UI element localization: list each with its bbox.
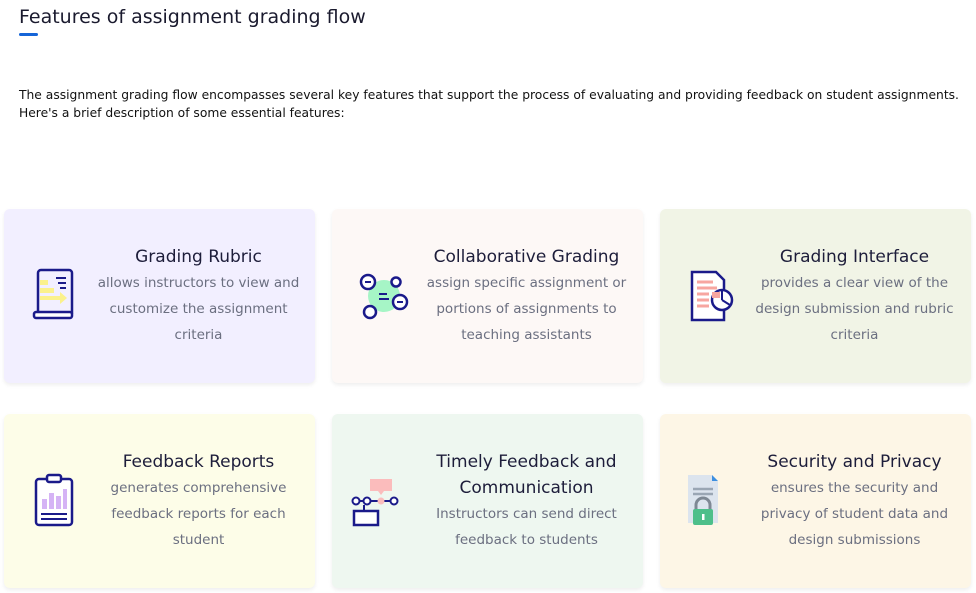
card-description: ensures the security and privacy of stud… bbox=[760, 480, 949, 548]
card-title: Grading Rubric bbox=[135, 247, 262, 267]
card-title: Timely Feedback and Communication bbox=[436, 452, 617, 498]
rubric-document-icon bbox=[28, 266, 84, 326]
card-title: Security and Privacy bbox=[767, 452, 942, 472]
card-title: Feedback Reports bbox=[122, 452, 275, 472]
feature-card-grading-interface: Grading Interface provides a clear view o… bbox=[660, 209, 971, 383]
collaboration-nodes-icon bbox=[356, 266, 412, 326]
feature-card-collaborative-grading: Collaborative Grading assign specific ass… bbox=[332, 209, 643, 383]
secure-document-lock-icon bbox=[684, 471, 740, 531]
card-description: Instructors can send direct feedback to … bbox=[436, 506, 617, 548]
card-title: Grading Interface bbox=[779, 247, 930, 267]
timeline-message-icon bbox=[350, 471, 406, 531]
card-description: assign specific assignment or portions o… bbox=[426, 275, 627, 343]
page-title: Features of assignment grading flow bbox=[19, 6, 366, 28]
title-underline bbox=[19, 33, 38, 36]
card-description: generates comprehensive feedback reports… bbox=[110, 480, 287, 548]
feature-card-security-privacy: Security and Privacy ensures the security… bbox=[660, 414, 971, 588]
card-title: Collaborative Grading bbox=[433, 247, 620, 267]
clipboard-chart-icon bbox=[28, 471, 84, 531]
card-description: provides a clear view of the design subm… bbox=[755, 275, 954, 343]
feature-card-grading-rubric: Grading Rubric allows instructors to view… bbox=[4, 209, 315, 383]
feature-card-feedback-reports: Feedback Reports generates comprehensive … bbox=[4, 414, 315, 588]
intro-paragraph: The assignment grading flow encompasses … bbox=[19, 88, 959, 120]
report-chart-icon bbox=[684, 266, 740, 326]
card-description: allows instructors to view and customize… bbox=[97, 275, 300, 343]
